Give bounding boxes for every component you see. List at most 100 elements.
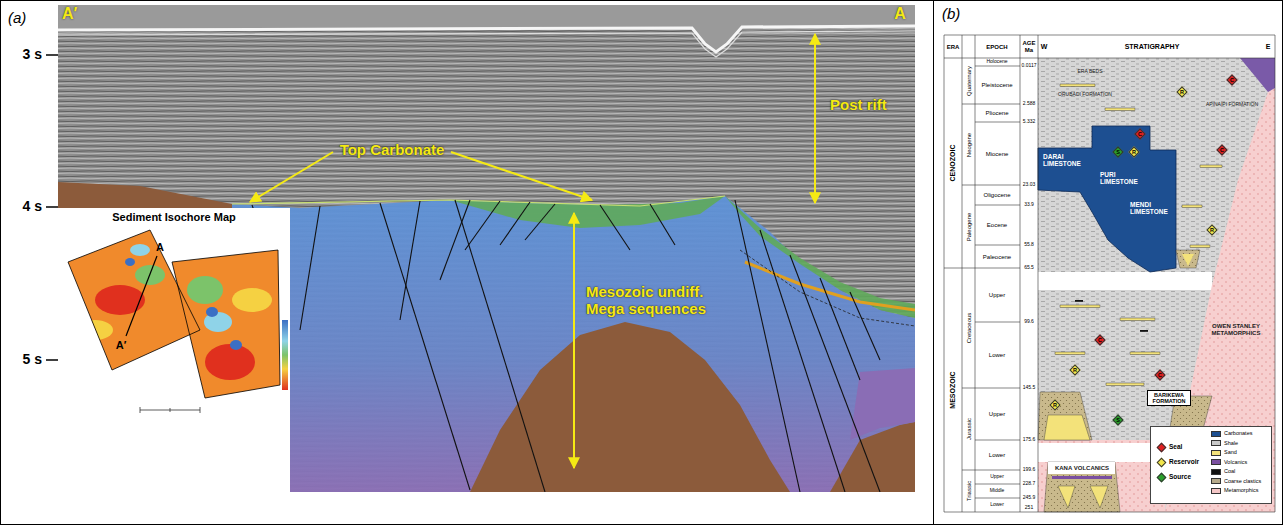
table-grid [962, 104, 1020, 470]
element-marker: R [1176, 86, 1188, 98]
axis-ticks [46, 54, 58, 56]
age-value: 55.8 [1024, 242, 1034, 248]
legend-text: Source [1169, 473, 1191, 480]
marker-letter: R [1128, 146, 1140, 158]
axis-ticks [46, 55, 58, 360]
isochore-map [68, 230, 280, 398]
legend-swatch [1211, 469, 1221, 475]
axis-ticks [46, 206, 58, 208]
seismic-section [735, 200, 800, 492]
table-grid [975, 66, 1020, 498]
seismic-section [650, 204, 675, 245]
time-tick: 4 s [23, 199, 42, 214]
legend-diamond [1157, 443, 1167, 453]
stratigraphy-chart [1075, 300, 1148, 332]
period-name: Paleogene [965, 212, 972, 241]
seismic-section [455, 200, 545, 492]
element-marker: R [1049, 399, 1061, 411]
isochore-map [205, 344, 255, 380]
seismic-section [380, 203, 470, 490]
element-marker: C [1134, 128, 1146, 140]
column-header: ERA [947, 44, 960, 51]
element-marker: R [1069, 364, 1081, 376]
stratigraphy-chart [1038, 272, 1212, 290]
seismic-section [850, 292, 880, 360]
marker-letter: S [1112, 146, 1124, 158]
age-value: 251 [1025, 505, 1033, 511]
age-value: 23.03 [1023, 182, 1036, 188]
isochore-map [206, 307, 218, 317]
age-value: 245.9 [1023, 495, 1036, 501]
sequence-label: Mesozoic undiff. Mega sequences [586, 284, 721, 317]
formation-name: ERA BEDS [1077, 69, 1102, 75]
formation-name: OWEN STANLEY METAMORPHICS [1206, 323, 1266, 336]
section-end: A′ [62, 5, 77, 23]
seismic-section [300, 206, 320, 330]
stratigraphy-chart [1044, 462, 1120, 512]
formation-name: KANA VOLCANICS [1055, 465, 1109, 472]
seismic-section [58, 5, 915, 492]
period-name: Triassic [965, 481, 972, 501]
seismic-section [400, 201, 420, 320]
era-name: MESOZOIC [949, 371, 957, 408]
legend-swatch [1211, 440, 1221, 446]
section-end: A [894, 5, 906, 23]
epoch-name: Lower [990, 502, 1004, 508]
age-value: 65.5 [1024, 265, 1034, 271]
stratigraphy-chart [1055, 352, 1085, 355]
direction-label: E [1266, 43, 1271, 51]
legend-text: Seal [1169, 443, 1182, 450]
marker-letter: S [1112, 414, 1124, 426]
stratigraphy-chart [1038, 392, 1092, 440]
isochore-map [172, 250, 280, 398]
table-grid [944, 35, 1275, 512]
column-header: EPOCH [986, 44, 1007, 51]
stratigraphy-chart [1060, 84, 1095, 87]
legend-text: Shale [1224, 440, 1238, 446]
stratigraphy-chart [1038, 126, 1176, 272]
epoch-name: Lower [989, 452, 1005, 459]
axis-ticks [46, 359, 58, 361]
stratigraphy-chart [1120, 318, 1155, 321]
element-marker: S [1112, 146, 1124, 158]
period-name: Cretaceous [965, 313, 972, 344]
column-header: STRATIGRAPHY [1125, 43, 1180, 51]
seismic-section [232, 196, 725, 206]
seismic-section [725, 196, 915, 318]
isochore-map [282, 320, 288, 390]
seismic-section [232, 196, 915, 492]
panel-letter: (b) [942, 6, 960, 23]
marker-letter: C [1134, 128, 1146, 140]
isochore-map [232, 288, 272, 312]
age-value: 145.5 [1023, 385, 1036, 391]
node-text: Sediment Isochore Map [58, 211, 290, 223]
era-name: CENOZOIC [949, 145, 957, 182]
epoch-name: Upper [989, 292, 1005, 299]
element-marker: C [1154, 369, 1166, 381]
stratigraphy-chart [1140, 330, 1148, 332]
element-marker: C [1226, 74, 1238, 86]
horizon-label: Top Carbonate [340, 142, 445, 159]
marker-letter: C [1094, 334, 1106, 346]
marker-letter: R [1206, 224, 1218, 236]
stratigraphy-chart [1240, 58, 1275, 92]
element-marker: C [1216, 144, 1228, 156]
epoch-name: Lower [989, 352, 1005, 359]
marker-letter: C [1216, 144, 1228, 156]
legend-text: Carbonates [1224, 430, 1252, 436]
epoch-name: Upper [989, 411, 1005, 418]
stratigraphy-chart [1058, 486, 1075, 508]
annotation-arrows [573, 213, 575, 468]
epoch-name: Eocene [987, 222, 1007, 229]
period-name: Quaternary [965, 66, 972, 96]
element-marker: R [1206, 224, 1218, 236]
epoch-name: Pliocene [985, 110, 1008, 117]
isochore-map [187, 276, 223, 304]
isochore-map [58, 208, 290, 492]
formation-name: PURI LIMESTONE [1100, 171, 1140, 185]
legend-text: Volcanics [1224, 459, 1247, 465]
age-value: 0.0117 [1022, 63, 1037, 69]
isochore-map [130, 244, 150, 256]
marker-letter: R [1049, 399, 1061, 411]
